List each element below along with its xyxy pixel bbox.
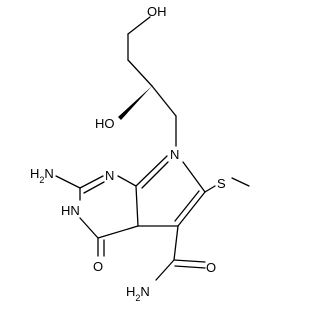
- bond-camide-o-a: [173, 259, 206, 263]
- atom-n-ring: N: [170, 147, 179, 162]
- atom-hn-ring: HN: [61, 203, 80, 218]
- bond-camide-n: [155, 259, 175, 281]
- bond-npyr-c2-a: [79, 175, 104, 189]
- bond-oh-ch2: [127, 16, 151, 35]
- atom-oh-top: OH: [147, 4, 167, 19]
- atom-n-pyrimidine: N: [105, 168, 114, 183]
- bond-camide-o-b: [174, 265, 206, 269]
- bond-c7a-npyr: [117, 175, 137, 187]
- structure-canvas: OH HO N N H2N S HN O O H2N: [30, 4, 250, 303]
- molecule-drawing: OH HO N N H2N S HN O O H2N: [30, 4, 250, 303]
- bond-ch2-chiral: [127, 59, 153, 87]
- bond-c7a-n-b: [141, 161, 169, 189]
- bond-n-c6: [182, 161, 206, 193]
- bond-chiral-ch2: [151, 85, 177, 117]
- bond-c7a-n-a: [135, 155, 168, 187]
- bond-npyr-c2-b: [83, 181, 105, 194]
- bond-c2-nh2: [55, 175, 81, 189]
- bond-c6-s: [204, 185, 216, 193]
- atom-h2n-left: H2N: [30, 166, 54, 185]
- bond-c6-c5-b: [174, 190, 200, 222]
- atom-s: S: [217, 176, 226, 191]
- bond-nh-c4: [79, 217, 99, 239]
- atom-o-amide: O: [206, 260, 216, 275]
- bond-c5-camide: [173, 225, 179, 261]
- atom-o-carbonyl: O: [93, 259, 103, 274]
- bond-s-ch3: [231, 177, 250, 187]
- bond-c4-c4a: [97, 225, 139, 239]
- atom-h2n-amide: H2N: [126, 284, 150, 303]
- bond-c4a-c7a: [135, 185, 139, 227]
- wedge-bond-ho: [118, 86, 152, 120]
- atom-ho-chiral: HO: [95, 116, 115, 131]
- bond-c6-c5-a: [177, 191, 206, 227]
